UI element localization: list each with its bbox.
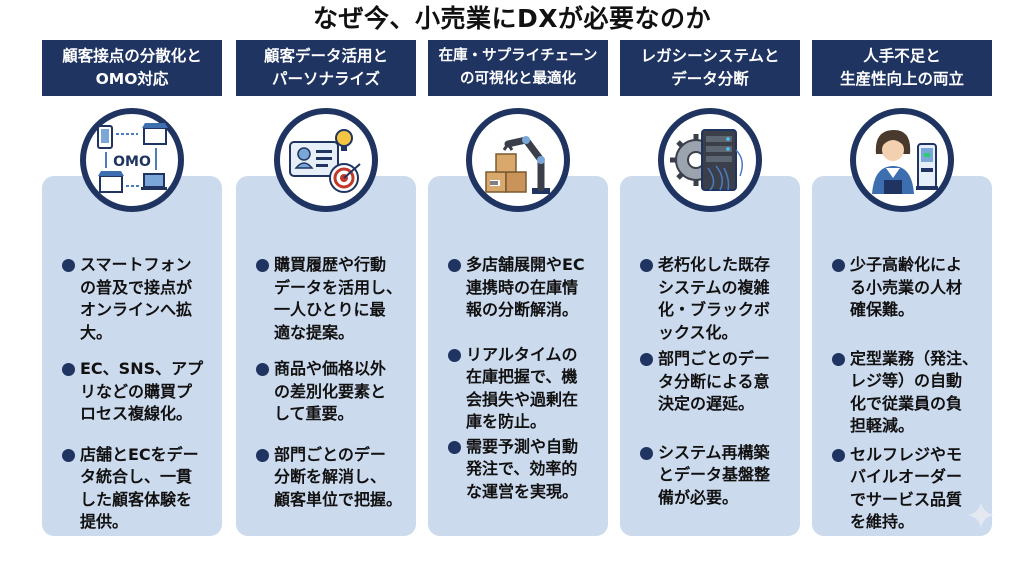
bullet-dot — [640, 353, 653, 366]
column-header: 在庫・サプライチェーンの可視化と最適化 — [428, 40, 608, 96]
page-title: なぜ今、小売業にDXが必要なのか — [312, 4, 712, 33]
bullet-item: 老朽化した既存システムの複雑化・ブラックボックス化。 — [640, 254, 798, 344]
robot-arm-boxes-icon — [485, 136, 550, 194]
column-customer-data: 顧客データ活用とパーソナライズ 購買履歴や行動データを活用し、一人ひとりに最適な… — [236, 40, 416, 560]
content-card — [236, 176, 416, 536]
bullet-dot — [62, 259, 75, 272]
icon-circle — [274, 108, 378, 212]
legacy-server-gear-icon — [670, 129, 743, 191]
column-labor-shortage: 人手不足と生産性向上の両立 少子高齢化による小売業の人材確保難。 定型業務（発注… — [812, 40, 992, 560]
bullet-dot — [832, 448, 845, 462]
bullet-dot — [640, 446, 653, 460]
bullet-dot — [256, 259, 269, 272]
column-header: レガシーシステムとデータ分断 — [620, 40, 800, 96]
bullet-item: システム再構築とデータ基盤整備が必要。 — [640, 442, 798, 510]
icon-circle — [850, 108, 954, 212]
bullet-item: 部門ごとのデータ分断による意決定の遅延。 — [640, 348, 798, 416]
bullet-item: セルフレジやモバイルオーダーでサービス品質を維持。 — [832, 444, 990, 534]
icon-circle — [658, 108, 762, 212]
icon-circle — [466, 108, 570, 212]
bullet-dot — [256, 363, 269, 376]
bullet-item: 部門ごとのデー分断を解消し、顧客単位で把握。 — [256, 444, 414, 512]
content-card — [42, 176, 222, 536]
bullet-item: リアルタイムの在庫把握で、機会損失や過剰在庫を防止。 — [448, 344, 606, 434]
bullet-item: スマートフォンの普及で接点がオンラインへ拡大。 — [62, 254, 220, 344]
bullet-list: 老朽化した既存システムの複雑化・ブラックボックス化。 部門ごとのデータ分断による… — [640, 254, 798, 523]
bullet-dot — [640, 259, 653, 272]
bullet-item: 購買履歴や行動データを活用し、一人ひとりに最適な提案。 — [256, 254, 414, 344]
bullet-dot — [448, 259, 461, 272]
bullet-dot — [448, 348, 461, 362]
bullet-list: 少子高齢化による小売業の人材確保難。 定型業務（発注、レジ等）の自動化で従業員の… — [832, 254, 990, 548]
bullet-item: 店舗とECをデータ統合し、一貫した顧客体験を提供。 — [62, 444, 220, 534]
omo-network-icon: OMO — [97, 123, 168, 193]
customer-profile-target-icon — [289, 129, 361, 193]
bullet-list: スマートフォンの普及で接点がオンラインへ拡大。 EC、SNS、アプリなどの購買プ… — [62, 254, 220, 548]
bullet-dot — [832, 259, 845, 272]
bullet-dot — [62, 448, 75, 462]
bullet-item: 商品や価格以外の差別化要素として重要。 — [256, 358, 414, 426]
column-header: 顧客データ活用とパーソナライズ — [236, 40, 416, 96]
bullet-dot — [62, 363, 75, 376]
column-header: 人手不足と生産性向上の両立 — [812, 40, 992, 96]
icon-circle: OMO — [80, 108, 184, 212]
bullet-dot — [256, 448, 269, 462]
bullet-item: 少子高齢化による小売業の人材確保難。 — [832, 254, 990, 322]
bullet-dot — [448, 440, 461, 454]
staff-selfcheckout-icon — [872, 130, 938, 194]
bullet-item: EC、SNS、アプリなどの購買プロセス複線化。 — [62, 358, 220, 426]
bullet-item: 定型業務（発注、レジ等）の自動化で従業員の負担軽減。 — [832, 348, 990, 438]
column-legacy-system: レガシーシステムとデータ分断 老朽化した既存システムの複雑化・ブラックボックス化… — [620, 40, 800, 560]
sparkle-icon — [968, 502, 994, 528]
bullet-dot — [832, 352, 845, 366]
bullet-list: 購買履歴や行動データを活用し、一人ひとりに最適な提案。 商品や価格以外の差別化要… — [256, 254, 414, 525]
svg-text:OMO: OMO — [113, 154, 151, 170]
bullet-item: 需要予測や自動発注で、効率的な運営を実現。 — [448, 436, 606, 504]
